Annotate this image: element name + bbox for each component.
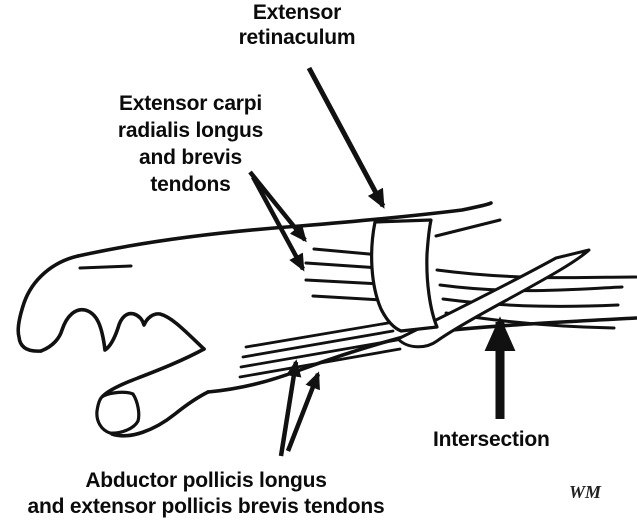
label-extensor-retinaculum: Extensor retinaculum: [238, 1, 356, 49]
tendon-line: [244, 321, 390, 349]
tendon-line: [435, 268, 637, 280]
tendon-line: [238, 347, 402, 379]
tendon-line: [441, 297, 620, 308]
knuckle-crease: [78, 264, 133, 270]
arrow-extensor-retinaculum: [306, 66, 386, 209]
thumb-lower-outline: [110, 390, 210, 438]
ecrl-ecrb-tendons: [304, 247, 385, 302]
tendon-line: [239, 338, 399, 369]
tendon-line: [312, 247, 382, 257]
tendon-line: [438, 283, 624, 293]
crossing-muscle-band: [396, 248, 591, 349]
artist-signature: WM: [569, 482, 602, 502]
label-abductor-pollicis: Abductor pollicis longus and extensor po…: [27, 469, 385, 518]
pointer-arrows: [248, 66, 516, 457]
arrow-abductor-left: [278, 359, 302, 457]
thumb-upper-outline: [101, 347, 206, 398]
arrow-ecrl-upper: [248, 170, 307, 243]
tendon-line: [241, 329, 395, 359]
hand-drawing: [16, 254, 210, 438]
forearm-top-contour: [76, 201, 493, 258]
extensor-retinaculum-band: [370, 218, 439, 333]
tendon-stub: [434, 218, 502, 238]
tendon-line: [311, 294, 385, 302]
index-finger-outline: [16, 254, 80, 353]
arrow-ecrl-lower: [251, 175, 305, 272]
label-extensor-carpi-radialis: Extensor carpi radialis longus and brevi…: [117, 92, 264, 196]
apl-epb-tendons: [238, 321, 402, 379]
tendon-line: [304, 278, 383, 286]
thumb-nail: [95, 390, 141, 435]
tendon-line: [304, 261, 382, 270]
arrow-abductor-right: [285, 371, 321, 452]
curled-fingers-outline: [39, 307, 206, 353]
label-intersection: Intersection: [433, 428, 550, 451]
